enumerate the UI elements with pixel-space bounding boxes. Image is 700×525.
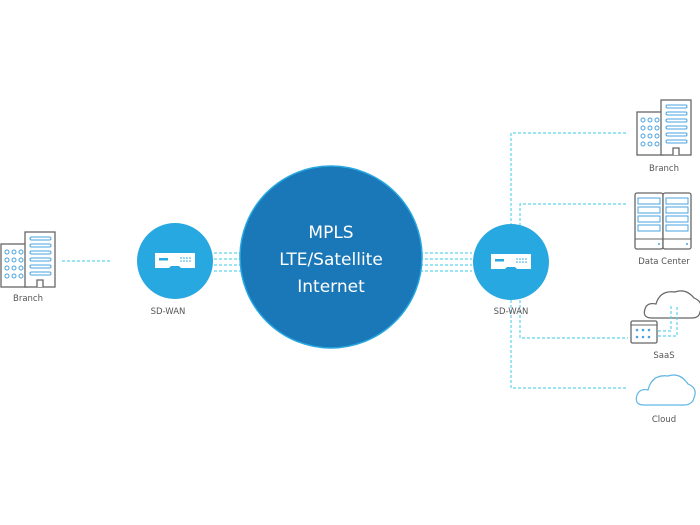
- cloud-icon: [635, 374, 696, 406]
- destination-data-center: Data Center: [634, 192, 692, 267]
- right-sdwan-node: SD-WAN: [473, 224, 549, 317]
- core-label-mpls: MPLS: [308, 223, 353, 243]
- destination-branch: Branch: [636, 99, 692, 174]
- connector-lines: [62, 132, 628, 389]
- core-network-node: MPLS LTE/Satellite Internet: [239, 165, 423, 349]
- router-icon: [491, 254, 531, 269]
- destination-label: SaaS: [653, 351, 674, 361]
- left-sdwan-node: SD-WAN: [137, 223, 213, 317]
- core-label-lte: LTE/Satellite: [279, 250, 383, 270]
- left-branch-label: Branch: [13, 294, 43, 304]
- right-sdwan-label: SD-WAN: [494, 307, 529, 317]
- router-icon: [155, 253, 195, 268]
- saas-cloud-icon: [630, 290, 700, 344]
- building-icon: [0, 231, 56, 288]
- core-label-internet: Internet: [297, 277, 365, 297]
- destination-saas: SaaS: [630, 290, 700, 361]
- destination-cloud: Cloud: [635, 374, 696, 425]
- left-branch: Branch: [0, 231, 56, 304]
- left-sdwan-label: SD-WAN: [151, 307, 186, 317]
- destination-label: Branch: [649, 164, 679, 174]
- destination-label: Data Center: [638, 257, 690, 267]
- server-rack-icon: [634, 192, 692, 250]
- building-icon: [636, 99, 692, 156]
- destination-label: Cloud: [652, 415, 676, 425]
